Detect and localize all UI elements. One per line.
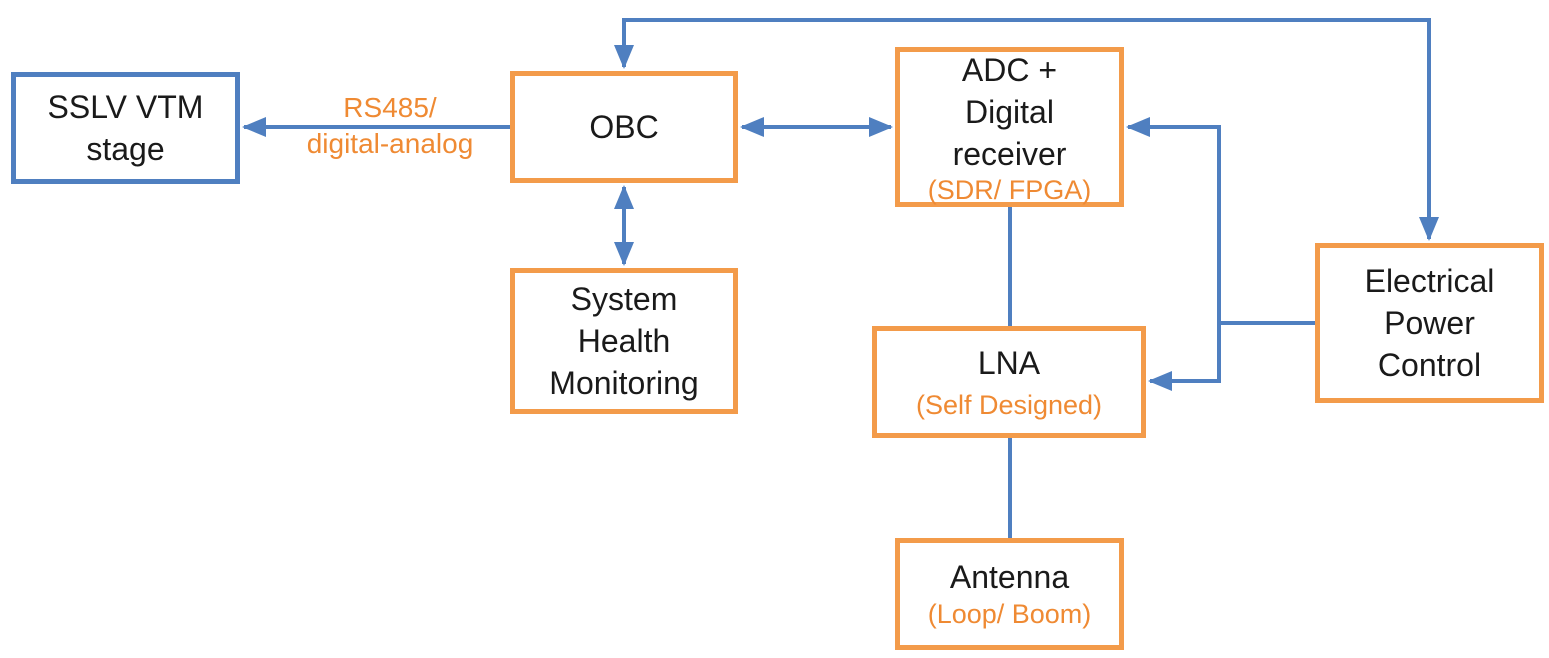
antenna-block: Antenna (Loop/ Boom): [895, 538, 1124, 650]
power-block-line-1: Electrical: [1364, 263, 1495, 299]
power-block-line-2: Power: [1384, 305, 1475, 341]
edge-power-adc: [1126, 117, 1315, 325]
adc-block-subtitle: (SDR/ FPGA): [927, 175, 1092, 205]
obc-block: OBC: [510, 71, 738, 183]
lna-block-subtitle: (Self Designed): [915, 390, 1103, 420]
rs485-edge-label: RS485/ digital-analog: [290, 90, 490, 162]
rs485-label-line-1: RS485/: [343, 92, 437, 123]
edge-power-obc: [614, 18, 1439, 241]
health-block-line-1: System: [570, 281, 678, 317]
sslv-vtm-stage-block: SSLV VTM stage: [11, 72, 240, 184]
adc-block-line-1: ADC +: [961, 52, 1058, 88]
health-block-line-2: Health: [577, 323, 671, 359]
health-block-line-3: Monitoring: [549, 365, 699, 401]
antenna-block-label: Antenna: [949, 559, 1070, 595]
adc-block-line-2: Digital: [965, 94, 1054, 130]
power-block-line-3: Control: [1377, 347, 1482, 383]
sslv-block-line-2: stage: [86, 131, 165, 167]
sslv-block-line-1: SSLV VTM: [47, 89, 204, 125]
electrical-power-control-block: Electrical Power Control: [1315, 243, 1544, 403]
lna-block-label: LNA: [977, 345, 1041, 381]
adc-block-line-3: receiver: [952, 136, 1067, 172]
lna-block: LNA (Self Designed): [872, 326, 1146, 438]
rs485-label-line-2: digital-analog: [306, 128, 474, 159]
system-health-monitoring-block: System Health Monitoring: [510, 268, 738, 414]
adc-receiver-block: ADC + Digital receiver (SDR/ FPGA): [895, 47, 1124, 207]
obc-block-label: OBC: [589, 109, 659, 145]
antenna-block-subtitle: (Loop/ Boom): [927, 599, 1092, 629]
edge-power-lna: [1148, 323, 1221, 391]
